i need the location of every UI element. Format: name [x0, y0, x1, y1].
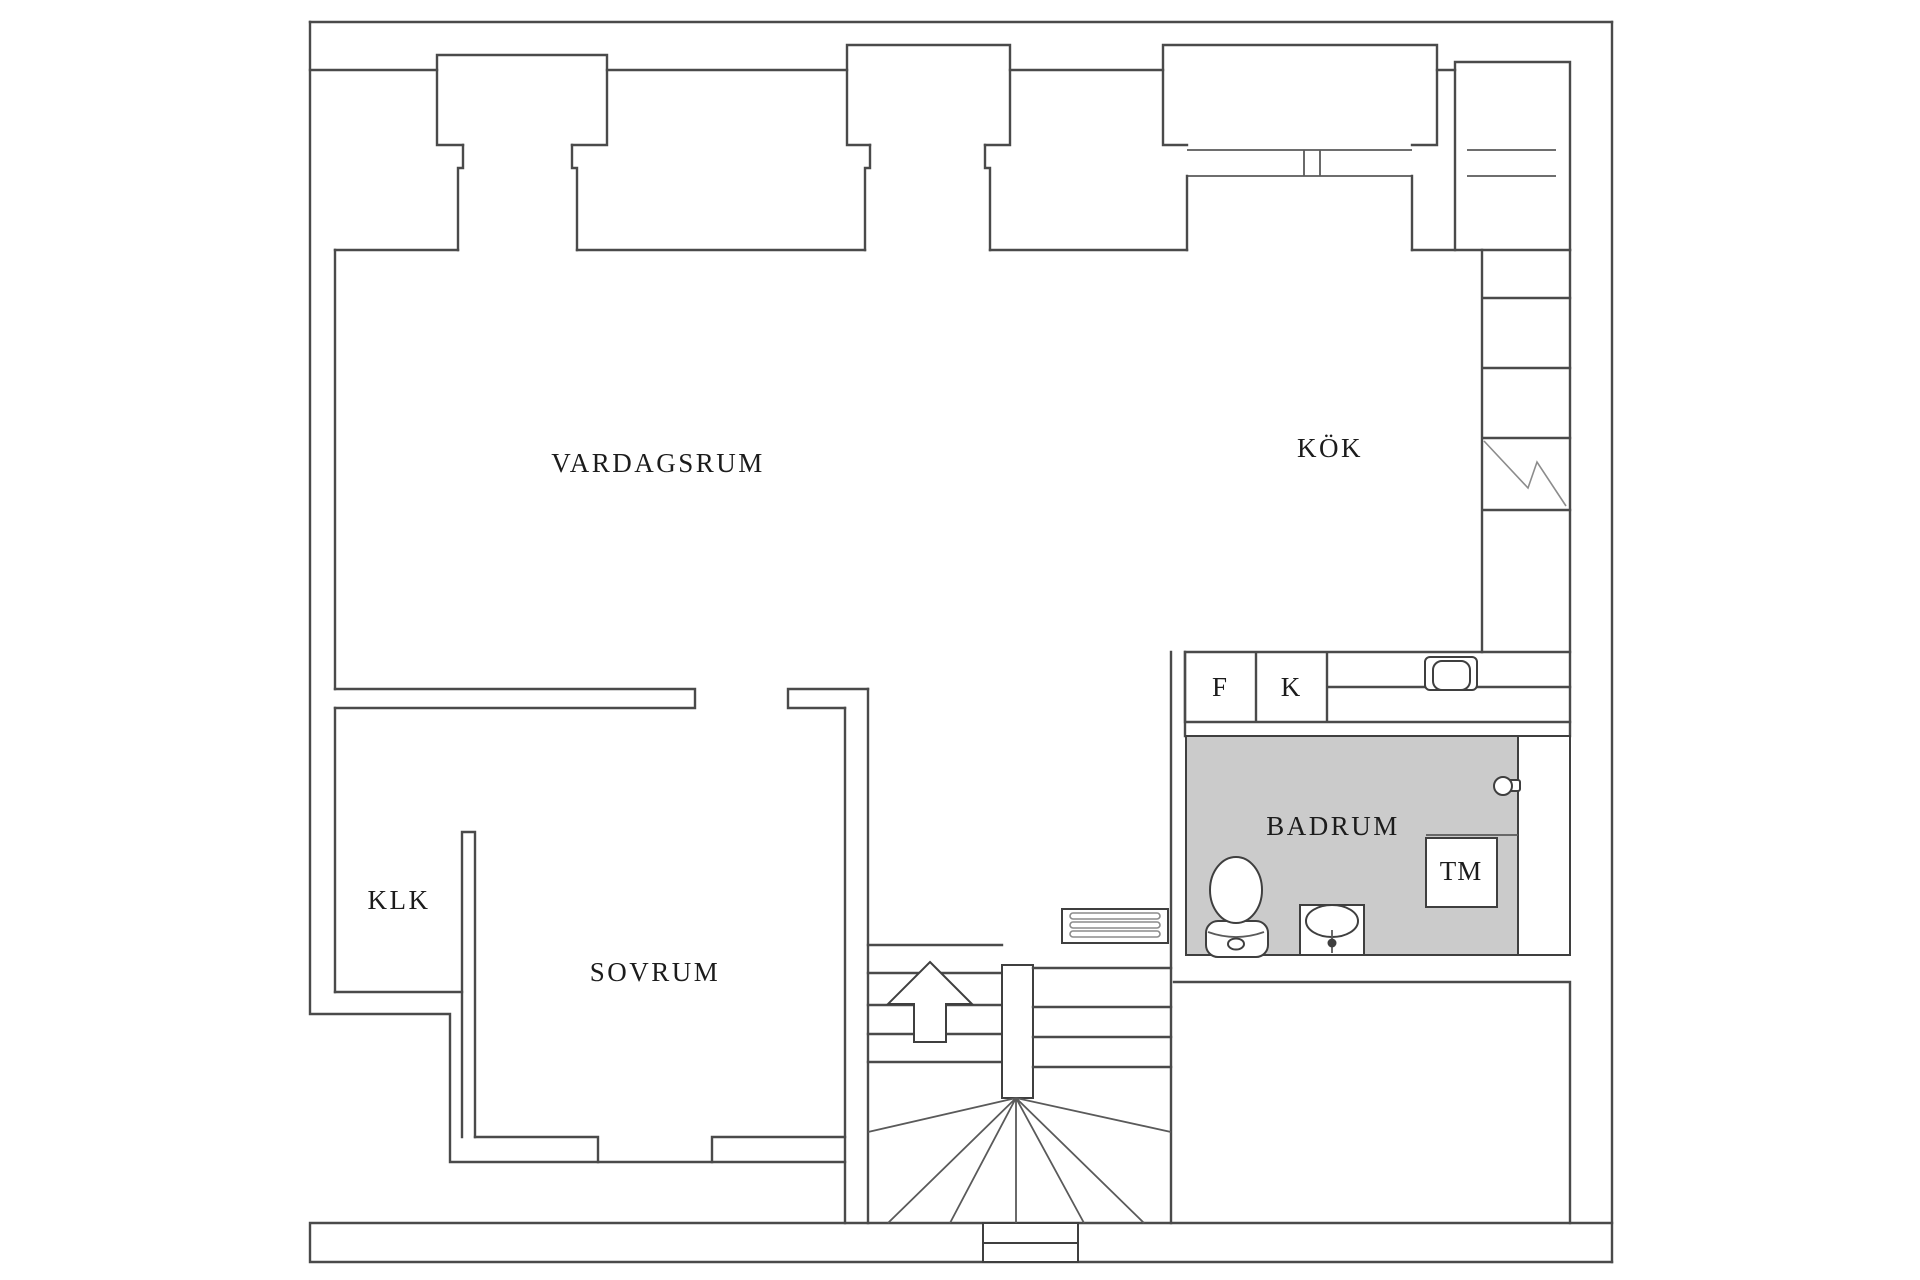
appliance-label-washing-machine: TM [1440, 856, 1483, 886]
stove-icon [1483, 440, 1567, 507]
bottom-right-room [1172, 980, 1572, 1225]
window-bays [435, 43, 1572, 252]
window-bay-4-glass [1467, 149, 1556, 177]
kitchen-window-jambs [1185, 174, 1414, 252]
kitchen-counter [1183, 650, 1572, 724]
appliance-label-freezer: K [1281, 672, 1302, 702]
washing-machine-box [1425, 837, 1498, 908]
room-label-vardagsrum: VARDAGSRUM [551, 448, 765, 478]
room-label-klk: KLK [368, 885, 431, 915]
bathroom [1185, 735, 1571, 958]
window-bay-1 [435, 53, 609, 147]
room-label-sovrum: SOVRUM [590, 957, 721, 987]
bathroom-door-strip [1517, 735, 1571, 956]
window-niche-1 [456, 143, 579, 252]
door-handle-icon [1493, 776, 1521, 796]
outer-left-wall [308, 20, 847, 1164]
kitchen-window-glass [1187, 149, 1412, 177]
staircase [866, 908, 1173, 1224]
bedroom-south-wall [473, 1135, 847, 1164]
window-bay-3 [1161, 43, 1439, 147]
outer-walls [308, 20, 1614, 1264]
window-niche-2 [863, 143, 992, 252]
bottom-right-room-walls [1172, 980, 1572, 1225]
sink-icon [1424, 656, 1478, 691]
appliance-label-fridge: F [1212, 672, 1228, 702]
stairs-up-arrow-icon [885, 960, 975, 1043]
washbasin-icon [1299, 904, 1365, 956]
room-label-badrum: BADRUM [1266, 811, 1400, 841]
entry-threshold-lower [982, 1242, 1079, 1263]
radiator-icon [1061, 908, 1169, 944]
bedroom-north-wall [333, 687, 697, 710]
window-bay-2 [845, 43, 1012, 147]
entry-threshold-upper [982, 1222, 1079, 1244]
stair-stringer [1001, 964, 1034, 1099]
central-wall [843, 687, 870, 1225]
klk-partition-wall [460, 830, 477, 1139]
bottom-wall-band [308, 1221, 1614, 1264]
kitchen [1183, 248, 1572, 724]
room-label-kok: KÖK [1297, 433, 1363, 463]
stair-winders [867, 1097, 1172, 1224]
window-bay-4 [1453, 60, 1572, 252]
hall-east-wall [1169, 650, 1187, 1225]
kitchen-tall-cabinets [1480, 248, 1572, 654]
labels: VARDAGSRUM KÖK KLK SOVRUM BADRUM F K TM [368, 433, 1483, 987]
toilet-icon [1205, 856, 1269, 958]
stair-right-flight [1031, 966, 1173, 1069]
hall-wall-corner [786, 687, 870, 710]
